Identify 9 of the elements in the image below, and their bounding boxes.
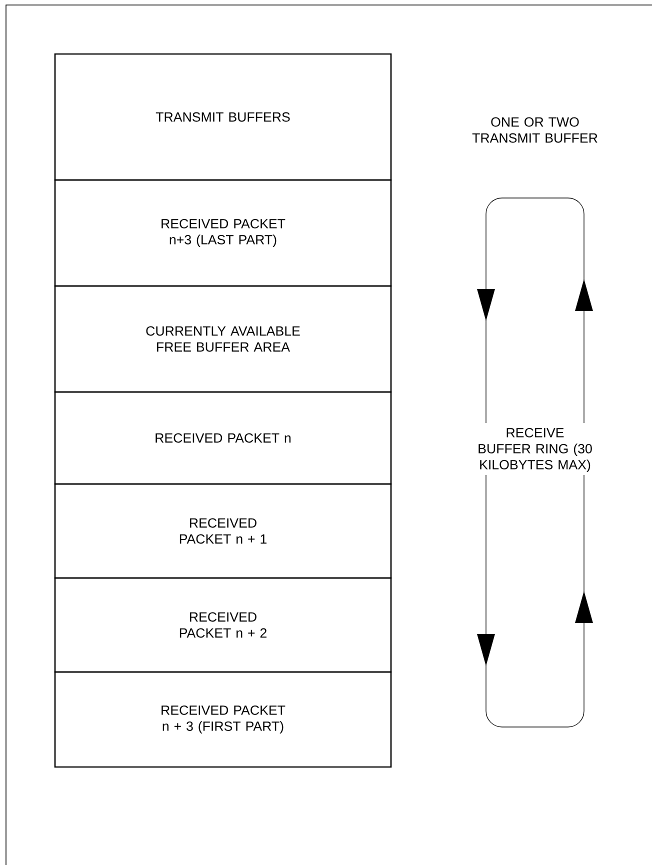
note-text: RECEIVE BUFFER RING (30 KILOBYTES MAX) bbox=[478, 428, 592, 472]
buffer-segment: RECEIVED PACKET n + 3 (FIRST PART) bbox=[54, 671, 392, 768]
buffer-segment: RECEIVED PACKET n bbox=[54, 391, 392, 485]
buffer-segment: RECEIVED PACKET n + 1 bbox=[54, 483, 392, 579]
buffer-segment: RECEIVED PACKET n + 2 bbox=[54, 577, 392, 673]
buffer-segment: TRANSMIT BUFFERS bbox=[54, 53, 392, 181]
buffer-segment: CURRENTLY AVAILABLE FREE BUFFER AREA bbox=[54, 285, 392, 393]
note-text: ONE OR TWO TRANSMIT BUFFER bbox=[472, 117, 598, 143]
buffer-segment: RECEIVED PACKET n+3 (LAST PART) bbox=[54, 179, 392, 287]
